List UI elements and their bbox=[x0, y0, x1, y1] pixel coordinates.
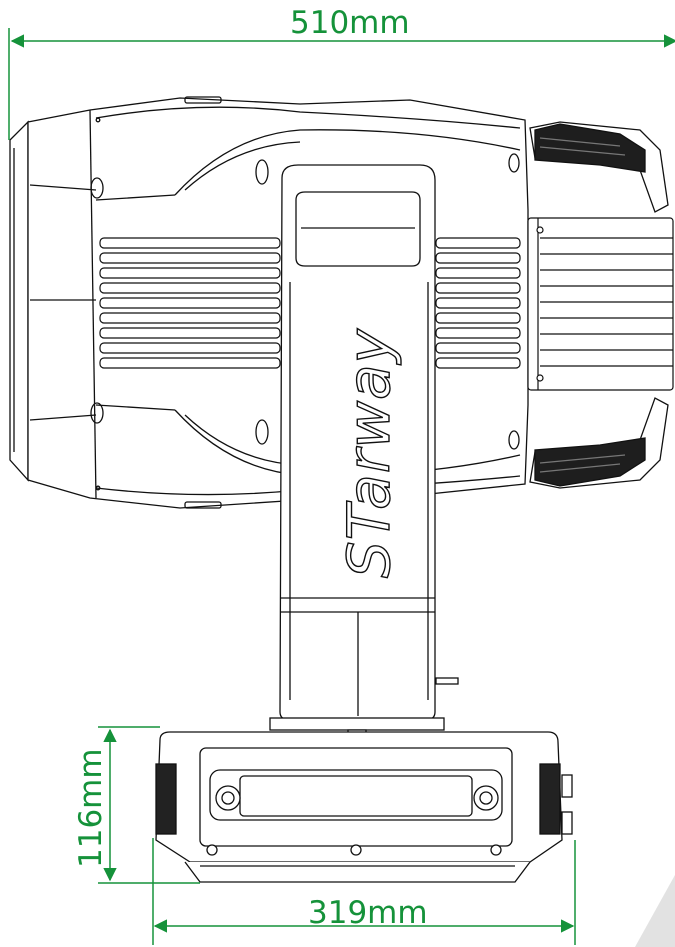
yoke-arm bbox=[269, 164, 459, 739]
dimension-lines bbox=[8, 28, 675, 945]
fixture-base bbox=[155, 731, 573, 883]
base-width-dimension-label: 319mm bbox=[308, 895, 428, 931]
cooling-fins-left bbox=[99, 237, 281, 369]
rear-heatsink bbox=[527, 217, 674, 391]
width-dimension-label: 510mm bbox=[290, 5, 410, 41]
cooling-fins-right bbox=[435, 237, 521, 369]
height-dimension-label: 116mm bbox=[73, 748, 109, 868]
rear-handles bbox=[529, 121, 669, 489]
page-corner-fold bbox=[635, 875, 675, 947]
brand-logo: STarway bbox=[334, 327, 403, 578]
